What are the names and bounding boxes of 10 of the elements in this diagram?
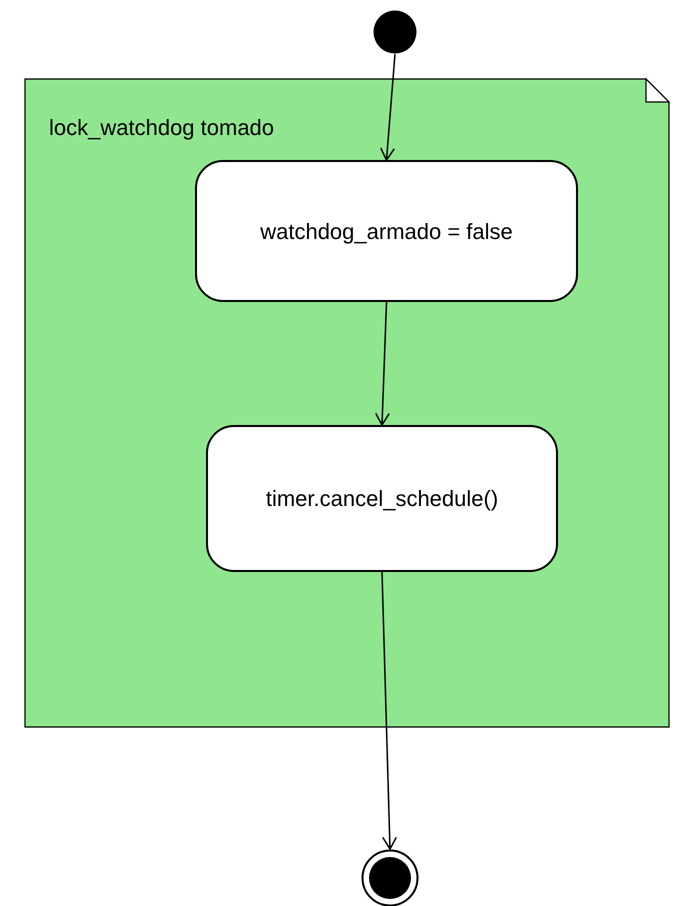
action-label: timer.cancel_schedule()	[266, 485, 498, 513]
initial-node	[373, 10, 417, 54]
action-label: watchdog_armado = false	[260, 218, 513, 246]
final-node	[361, 849, 419, 906]
action-box	[206, 425, 558, 572]
arrow	[380, 54, 396, 161]
arrow	[374, 302, 390, 426]
arrow	[381, 572, 398, 850]
action-box	[195, 160, 578, 302]
frame-title: lock_watchdog tomado	[49, 114, 274, 142]
